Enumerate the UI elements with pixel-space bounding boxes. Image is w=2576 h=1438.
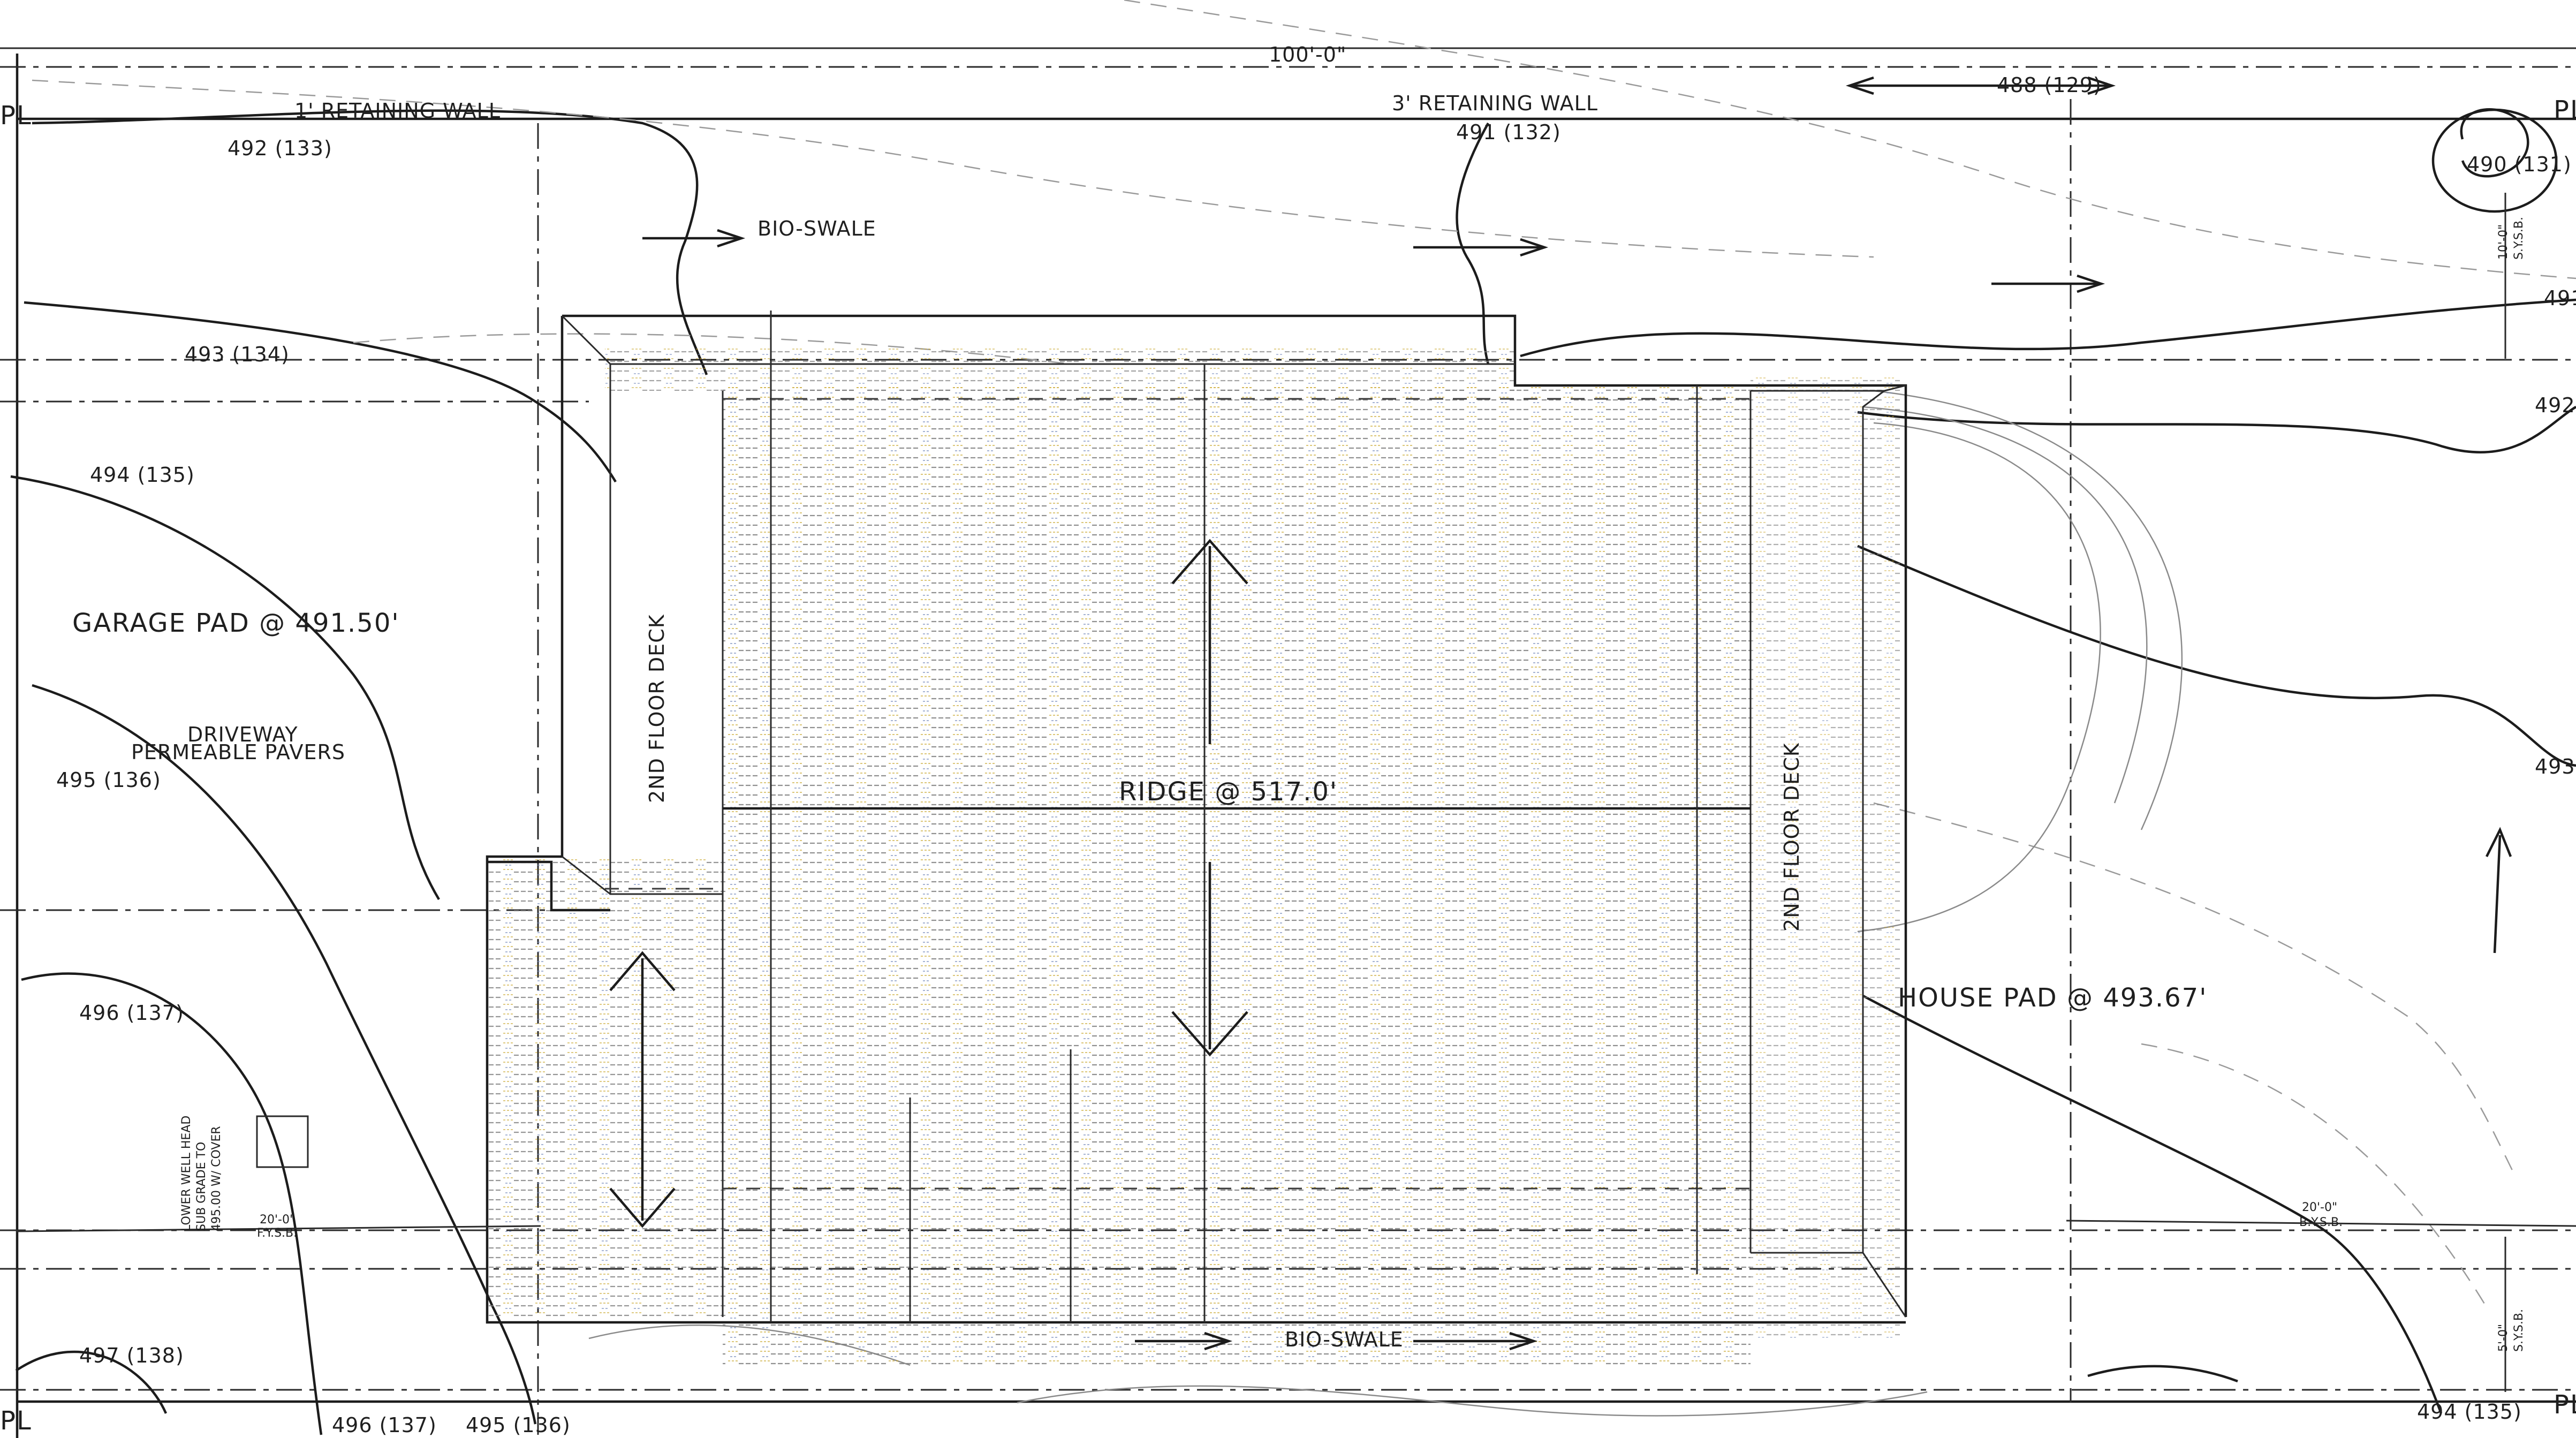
contour-494 [10,475,440,900]
dim-arrow-488-right-head [2087,76,2116,95]
garage-pad-label: GARAGE PAD @ 491.50' [72,608,400,638]
existing-arc-2 [1862,406,2148,804]
well-head-line-1: LOWER WELL HEAD [180,1116,193,1231]
retaining-wall-right-label: 3' RETAINING WALL [1392,92,1598,115]
pl-marker-top-right: PL [2554,95,2576,125]
existing-contour-b [32,79,1874,258]
back-setback-dim [2066,1220,2576,1227]
contour-492 [32,109,708,375]
pl-marker-bottom-right: PL [2554,1390,2576,1420]
side-setback-bottom-abbr: S.Y.S.B. [2512,1309,2526,1352]
deck-right-corner [1862,1252,1907,1318]
contour-labels: 492 (133) 491 (132) 490 (131) 491 493 (1… [56,120,2576,1437]
swale-arrow-top-mid-head [1520,238,1549,257]
contour-label: 491 [2544,286,2576,310]
well-head-box [256,1115,309,1168]
roof-outline-lower [486,316,1906,1324]
side-setback-top-value: 10'-0" [2497,224,2510,260]
slope-arrow-left-head-down [609,1187,676,1228]
slope-arrow-down-head [1171,1011,1248,1057]
contour-496 [21,972,323,1435]
dim-overall-label: 100'-0" [1269,43,1346,66]
contour-label: 494 (135) [90,463,195,487]
flow-arrows [642,76,2512,1383]
existing-contour-e [1017,1385,1928,1417]
contour-497 [15,1350,168,1414]
contour-label: 494 (135) [2417,1400,2522,1424]
retaining-wall-left-label: 1' RETAINING WALL [294,99,501,123]
well-head-line-3: 495.00 W/ COVER [210,1126,223,1231]
contour-label: 497 (138) [79,1344,184,1367]
contour-label: 491 (132) [1456,120,1561,144]
ridge-label: RIDGE @ 517.0' [1119,777,1338,807]
contour-lines [10,0,2576,1435]
existing-arc-3 [1873,390,2183,830]
contour-label: 492 (133) [228,137,332,160]
roof-hatch-right-deck [1751,375,1900,1338]
building-footprint [486,311,1907,1365]
contour-label: 496 (137) [332,1413,437,1437]
bio-swale-bottom-label: BIO-SWALE [1285,1328,1404,1351]
dim-488-label: 488 (129) [1997,73,2102,97]
deck-left-corner-top [561,315,611,365]
permeable-pavers-label: PERMEABLE PAVERS [131,740,345,764]
roof-hatch-main [723,385,1751,1365]
contour-493-right [1857,544,2576,767]
contour-label: 496 (137) [79,1001,184,1025]
contour-label: 490 (131) [2467,153,2572,176]
contour-label: 492 [2535,393,2575,417]
existing-contour-a [1124,0,2576,279]
existing-drive-arc [1857,422,2101,933]
driveway-label: DRIVEWAY [187,723,298,746]
swale-arrow-top-right-head [2077,274,2105,293]
back-setback-abbr: B.Y.S.B. [2299,1216,2343,1229]
contour-495 [32,684,537,1425]
house-pad-label: HOUSE PAD @ 493.67' [1898,983,2207,1013]
side-setback-top-abbr: S.Y.S.B. [2512,217,2526,260]
labels: 100'-0" 488 (129) 1' RETAINING WALL 3' R… [0,43,2576,1436]
pl-marker-top-left: PL [0,101,32,131]
contour-label: 493 (134) [185,343,290,366]
drain-arrow-right-head [2485,827,2512,858]
contour-490-ellipse [2431,108,2558,213]
contour-label: 495 (136) [466,1413,571,1437]
contour-491-lower [1520,298,2576,358]
dim-arrow-488-left-head [1845,76,1874,95]
existing-contour-g [2141,1043,2490,1312]
front-setback-dim [16,1225,541,1232]
well-head-line-2: SUB GRADE TO [195,1142,208,1231]
roof-hatch-top [605,348,1515,391]
contour-label: 493 [2535,755,2575,778]
bio-swale-top-label: BIO-SWALE [757,217,876,240]
deck-right-outline [1751,390,1887,1254]
setback-dimensions [16,193,2576,1392]
deck-left-label: 2ND FLOOR DECK [645,614,669,803]
deck-right-label: 2ND FLOOR DECK [1780,743,1804,932]
drain-arrow-right [2493,835,2502,953]
garage-entry [487,860,610,912]
roof-outline-upper [562,314,1907,1317]
deck-right-corner-top [1884,384,1906,392]
slope-arrow-left-head-up [609,951,676,992]
contour-492-right [1857,406,2576,454]
side-setback-bottom-value: 5'-0" [2497,1324,2510,1352]
roof-hatch-lower-left [487,857,723,1317]
front-setback-abbr: F.Y.S.B. [257,1227,297,1240]
slope-arrow-up-head [1171,539,1248,585]
front-setback-value: 20'-0" [260,1213,295,1227]
swale-arrow-bottom-left-head [1204,1331,1233,1351]
contour-491-upper [1456,122,1490,365]
contour-label: 495 (136) [56,768,161,792]
back-setback-value: 20'-0" [2302,1201,2337,1214]
swale-arrow-bottom-right [2087,1365,2238,1383]
deck-left-corner-bottom [562,856,611,895]
pl-marker-bottom-left: PL [0,1406,32,1436]
contour-494-right [1862,995,2443,1414]
swale-arrow-top-left-head [717,229,746,248]
swale-arrow-bottom-mid-head [1509,1331,1538,1351]
contour-493 [24,301,617,483]
